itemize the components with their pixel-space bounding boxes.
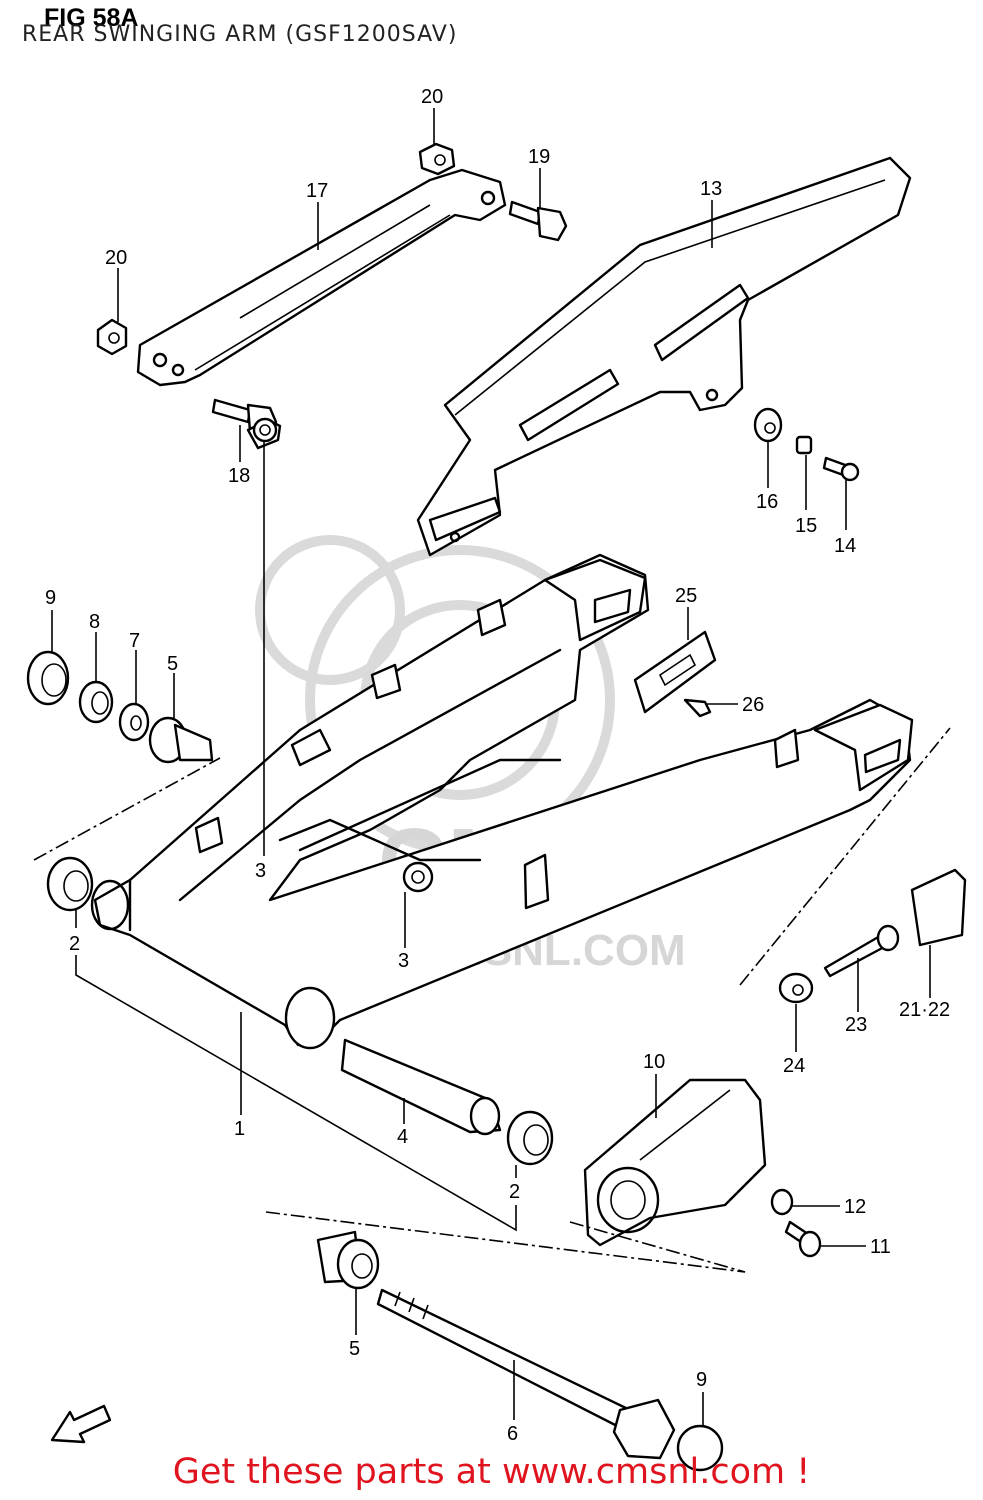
callout-label: 5 <box>349 1338 360 1360</box>
callout-label: 24 <box>783 1055 805 1077</box>
part-collar-15[interactable] <box>795 435 813 455</box>
callout-label: 12 <box>844 1196 866 1218</box>
part-nut-20-top[interactable] <box>418 142 456 176</box>
callout-label: 25 <box>675 585 697 607</box>
part-bushing-3-upper[interactable] <box>246 417 282 450</box>
footer-promo-link[interactable]: Get these parts at www.cmsnl.com ! <box>172 1452 811 1492</box>
part-bolt-19[interactable] <box>508 200 568 242</box>
part-screw-14[interactable] <box>822 456 860 482</box>
callout-label: 18 <box>228 465 250 487</box>
part-collar-12[interactable] <box>770 1188 794 1216</box>
part-spacer-5-lower[interactable] <box>316 1230 380 1290</box>
callout-label: 2 <box>69 933 80 955</box>
part-block-21-22[interactable] <box>910 868 967 947</box>
part-bearing-2-left[interactable] <box>46 856 94 912</box>
callout-label: 3 <box>398 950 409 972</box>
callout-label: 7 <box>129 630 140 652</box>
part-chain-guide-10[interactable] <box>583 1078 767 1247</box>
part-bearing-8[interactable] <box>78 680 114 724</box>
figure-title: FIG 58A <box>44 4 139 32</box>
leader-lines <box>51 108 931 1425</box>
part-bushing-3-lower[interactable] <box>402 861 434 893</box>
callout-label: 15 <box>795 515 817 537</box>
part-bolt-23[interactable] <box>823 924 900 978</box>
callout-label: 20 <box>421 86 443 108</box>
part-tube-4[interactable] <box>340 1038 502 1136</box>
callout-label: 23 <box>845 1014 867 1036</box>
part-cap-9-left[interactable] <box>26 650 70 706</box>
part-swingarm[interactable] <box>90 553 914 1050</box>
part-chain-case[interactable] <box>416 156 912 557</box>
part-screw-26[interactable] <box>683 698 712 718</box>
callout-label: 6 <box>507 1423 518 1445</box>
callout-label: 16 <box>756 491 778 513</box>
callout-label: 4 <box>397 1126 408 1148</box>
part-spacer-5-left[interactable] <box>148 716 214 764</box>
figure-subtitle: REAR SWINGING ARM (GSF1200SAV) <box>22 22 458 47</box>
callout-label: 17 <box>306 180 328 202</box>
callout-label: 3 <box>255 860 266 882</box>
reference-lines <box>33 727 951 1273</box>
part-cushion-16[interactable] <box>753 407 783 443</box>
callout-label: 10 <box>643 1051 665 1073</box>
part-washer-7[interactable] <box>118 702 150 742</box>
part-pivot-shaft-6[interactable] <box>376 1288 676 1460</box>
callout-label: 11 <box>870 1236 891 1258</box>
part-nut-24[interactable] <box>778 972 814 1004</box>
callout-label: 9 <box>45 587 56 609</box>
part-cap-9-lower[interactable] <box>676 1424 724 1472</box>
callout-label: 2 <box>509 1181 520 1203</box>
part-bearing-2-right[interactable] <box>506 1110 554 1166</box>
callout-label: 20 <box>105 247 127 269</box>
part-nut-20-left[interactable] <box>96 318 128 356</box>
callout-label: 13 <box>700 178 722 200</box>
part-bolt-11[interactable] <box>784 1220 822 1258</box>
callout-label: 8 <box>89 611 100 633</box>
callout-label: 19 <box>528 146 550 168</box>
callout-label: 14 <box>834 535 856 557</box>
fwd-arrow-icon <box>50 1404 112 1444</box>
part-plate-25[interactable] <box>633 630 717 714</box>
callout-label: 9 <box>696 1369 707 1391</box>
callout-label: 21·22 <box>899 999 950 1021</box>
callout-label: 1 <box>234 1118 245 1140</box>
callout-label: 26 <box>742 694 764 716</box>
callout-label: 5 <box>167 653 178 675</box>
callout-labels: 20 19 17 13 20 18 16 15 14 9 8 7 5 25 26… <box>45 86 950 1445</box>
part-torque-link[interactable] <box>136 168 507 387</box>
